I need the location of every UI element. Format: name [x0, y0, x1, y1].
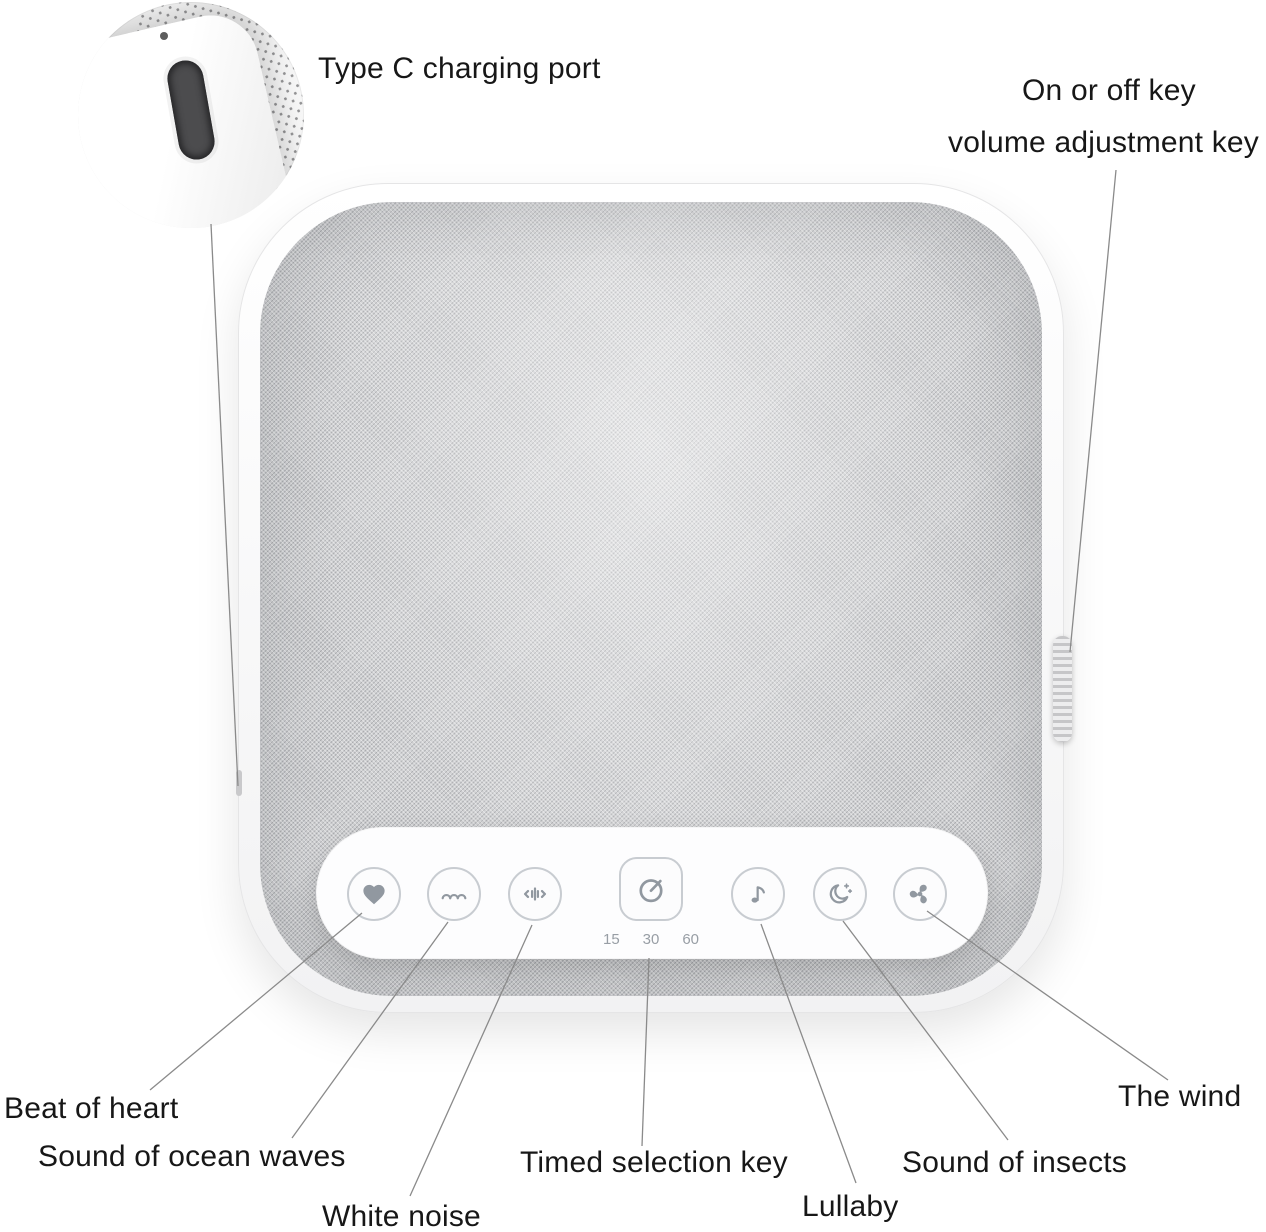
timer-button — [619, 857, 683, 921]
control-panel: 15 30 60 — [316, 827, 988, 959]
timer-dial-icon — [639, 879, 663, 903]
label-volume-key: volume adjustment key — [948, 126, 1260, 159]
wind-button — [893, 867, 947, 921]
timer-duration-options: 15 30 60 — [597, 931, 705, 948]
label-on-off-key: On or off key — [1022, 74, 1196, 107]
fan-icon — [909, 884, 927, 904]
label-sound-of-insects: Sound of insects — [902, 1146, 1128, 1179]
side-charging-port — [236, 770, 242, 796]
label-ocean-waves: Sound of ocean waves — [38, 1140, 346, 1173]
insects-sound-button — [813, 867, 867, 921]
line-volume-key — [1069, 169, 1117, 653]
sound-bars-icon — [523, 887, 547, 901]
line-type-c — [210, 223, 239, 787]
label-lullaby: Lullaby — [802, 1190, 899, 1223]
white-noise-button — [508, 867, 562, 921]
timer-option-30: 30 — [642, 931, 660, 948]
charging-port-inset — [78, 2, 304, 228]
heart-icon — [363, 884, 385, 905]
label-white-noise: White noise — [322, 1200, 481, 1232]
label-beat-of-heart: Beat of heart — [4, 1092, 179, 1125]
ocean-waves-button — [427, 867, 481, 921]
white-noise-machine: 15 30 60 — [236, 183, 1072, 1013]
lullaby-button — [731, 867, 785, 921]
label-timed-selection: Timed selection key — [520, 1146, 788, 1179]
timer-option-15: 15 — [603, 931, 620, 948]
heartbeat-button — [347, 867, 401, 921]
label-the-wind: The wind — [1118, 1080, 1242, 1113]
timer-option-60: 60 — [682, 931, 699, 948]
waves-icon — [441, 894, 467, 900]
crescent-moon-stars-icon — [829, 883, 853, 904]
label-type-c-port: Type C charging port — [318, 52, 601, 85]
music-note-icon — [751, 886, 765, 903]
volume-rocker — [1053, 636, 1072, 742]
mic-hole — [160, 32, 168, 40]
